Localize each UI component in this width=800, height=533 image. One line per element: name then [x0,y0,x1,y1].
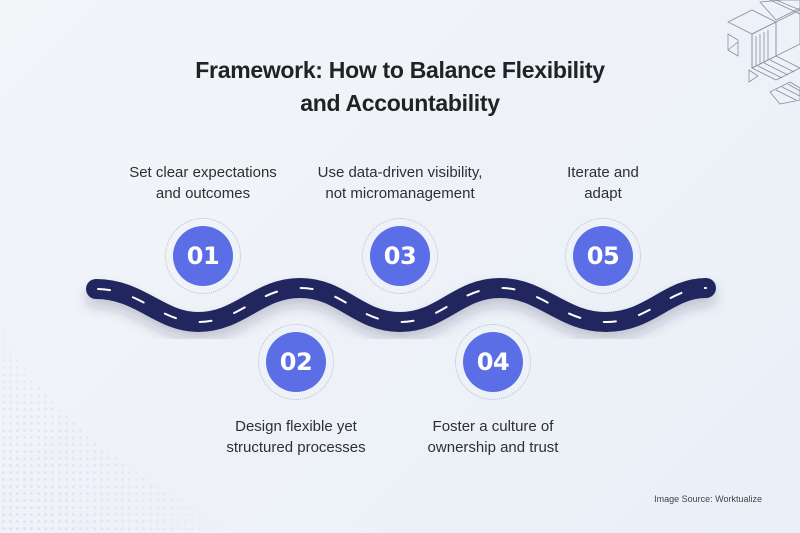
step-03-line-1: Use data-driven visibility, [317,164,483,181]
title-line-1: Framework: How to Balance Flexibility [195,57,605,83]
step-05-number: 05 [573,226,633,286]
step-05-badge: 05 [565,218,641,294]
step-01-line-2: and outcomes [155,185,251,202]
step-01-line-1: Set clear expectations [129,164,277,181]
step-03-badge: 03 [362,218,438,294]
step-05-label: Iterate and adapt [483,162,723,204]
step-04-badge: 04 [455,324,531,400]
step-01-label: Set clear expectations and outcomes [83,162,323,204]
step-02-number: 02 [266,332,326,392]
title-line-2: and Accountability [300,90,500,116]
step-03-line-2: not micromanagement [325,185,475,202]
step-04-label: Foster a culture of ownership and trust [373,416,613,458]
step-04-number: 04 [463,332,523,392]
step-02-label: Design flexible yet structured processes [176,416,416,458]
page-title: Framework: How to Balance Flexibility an… [0,54,800,120]
step-05-line-2: adapt [584,185,622,202]
step-03-label: Use data-driven visibility, not microman… [280,162,520,204]
step-02-badge: 02 [258,324,334,400]
image-source-caption: Image Source: Worktualize [654,494,762,504]
step-01-badge: 01 [165,218,241,294]
step-02-line-1: Design flexible yet [235,418,357,435]
step-05-line-1: Iterate and [567,164,639,181]
step-04-line-2: ownership and trust [427,439,559,456]
step-03-number: 03 [370,226,430,286]
step-04-line-1: Foster a culture of [432,418,554,435]
step-02-line-2: structured processes [226,439,366,456]
step-01-number: 01 [173,226,233,286]
